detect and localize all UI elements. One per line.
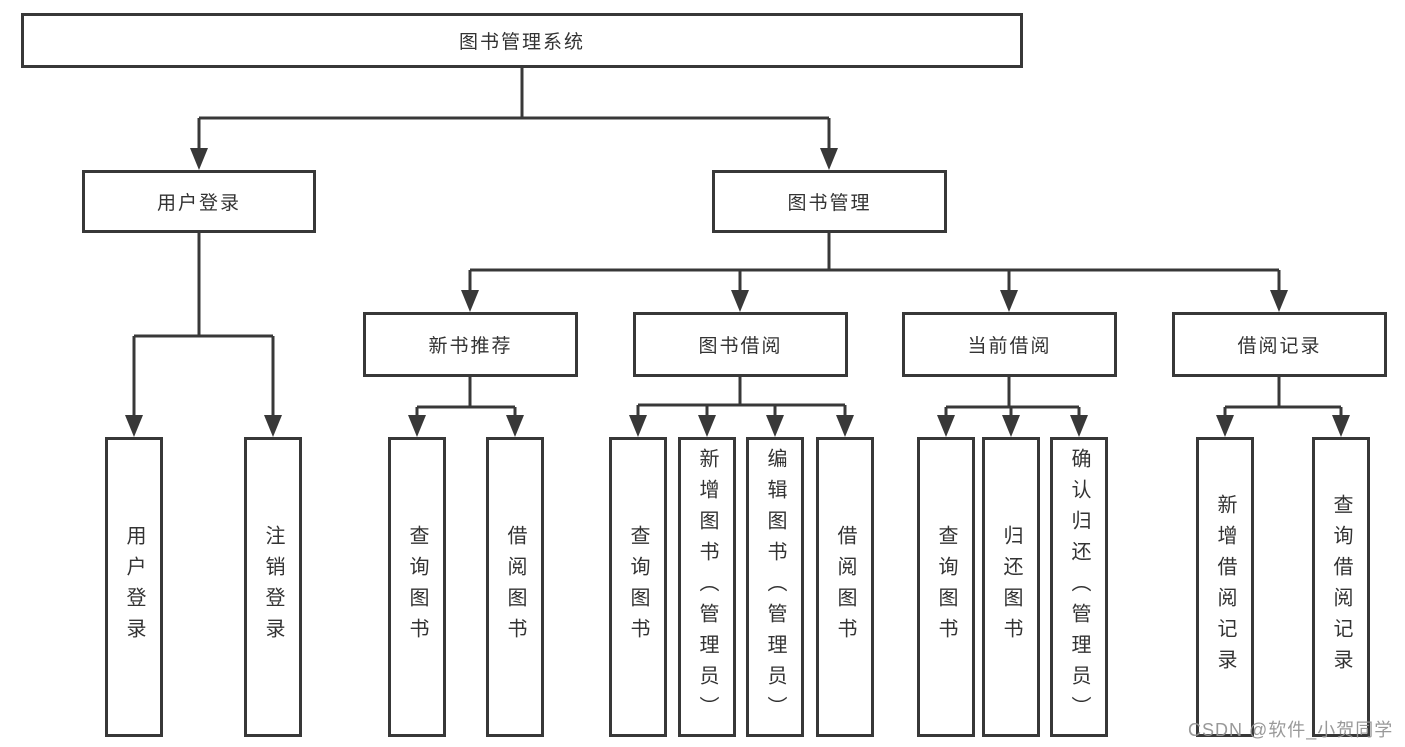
connector-tree-1 — [132, 233, 275, 419]
arrowhead-icon-4-0 — [629, 415, 647, 437]
leaf-query-books-current: 查询图书 — [917, 437, 975, 737]
arrowhead-icon-3-0 — [408, 415, 426, 437]
node-user-login-branch: 用户登录 — [82, 170, 316, 233]
leaf-add-borrow-record: 新增借阅记录 — [1196, 437, 1254, 737]
csdn-watermark: CSDN @软件_小贺同学 — [1188, 720, 1394, 740]
leaf-edit-books-admin: 编辑图书（管理员） — [746, 437, 804, 737]
leaf-query-borrow-record: 查询借阅记录 — [1312, 437, 1370, 737]
arrowhead-icon-4-1 — [698, 415, 716, 437]
leaf-borrow-books: 借阅图书 — [816, 437, 874, 737]
arrowhead-icon-5-0 — [937, 415, 955, 437]
node-book-borrowing: 图书借阅 — [633, 312, 848, 377]
leaf-query-books-recommend: 查询图书 — [388, 437, 446, 737]
leaf-logout: 注销登录 — [244, 437, 302, 737]
arrowhead-icon-5-1 — [1002, 415, 1020, 437]
connector-tree-4 — [636, 377, 847, 419]
leaf-borrow-books-recommend: 借阅图书 — [486, 437, 544, 737]
arrowhead-icon-2-2 — [1000, 290, 1018, 312]
connector-tree-5 — [944, 377, 1081, 419]
leaf-query-books-borrow: 查询图书 — [609, 437, 667, 737]
arrowhead-icon-4-2 — [766, 415, 784, 437]
connector-tree-3 — [415, 377, 517, 419]
arrowhead-icon-2-1 — [731, 290, 749, 312]
connector-tree-2 — [468, 233, 1281, 294]
arrowhead-icon-1-1 — [264, 415, 282, 437]
leaf-user-login: 用户登录 — [105, 437, 163, 737]
connector-tree-0 — [197, 68, 831, 152]
leaf-return-books: 归还图书 — [982, 437, 1040, 737]
arrowhead-icon-6-0 — [1216, 415, 1234, 437]
arrowhead-icon-3-1 — [506, 415, 524, 437]
node-new-book-recommend: 新书推荐 — [363, 312, 578, 377]
node-borrow-records: 借阅记录 — [1172, 312, 1387, 377]
arrowhead-icon-6-1 — [1332, 415, 1350, 437]
connector-tree-6 — [1223, 377, 1343, 419]
arrowhead-icon-1-0 — [125, 415, 143, 437]
node-root-system: 图书管理系统 — [21, 13, 1023, 68]
leaf-confirm-return-admin: 确认归还（管理员） — [1050, 437, 1108, 737]
arrowhead-icon-0-1 — [820, 148, 838, 170]
node-book-management-branch: 图书管理 — [712, 170, 947, 233]
leaf-add-books-admin: 新增图书（管理员） — [678, 437, 736, 737]
arrowhead-icon-2-0 — [461, 290, 479, 312]
arrowhead-icon-2-3 — [1270, 290, 1288, 312]
arrowhead-icon-0-0 — [190, 148, 208, 170]
arrowhead-icon-5-2 — [1070, 415, 1088, 437]
arrowhead-icon-4-3 — [836, 415, 854, 437]
node-current-borrowing: 当前借阅 — [902, 312, 1117, 377]
